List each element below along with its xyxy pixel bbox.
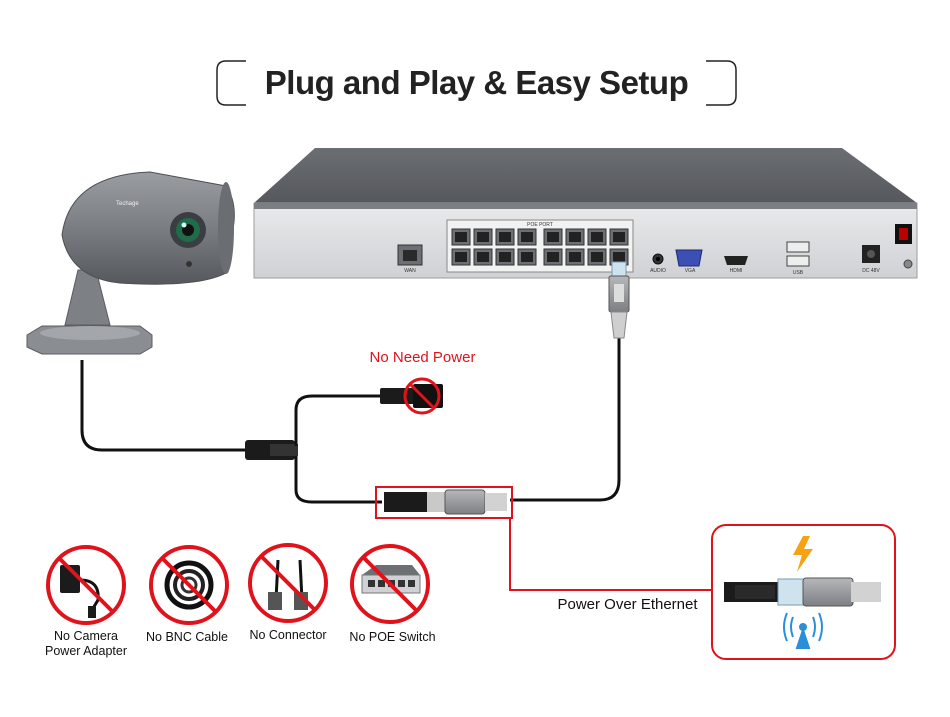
title-banner: Plug and Play & Easy Setup (217, 61, 736, 105)
dc-barrel-connector (380, 377, 443, 415)
poe-splitter-connector (375, 486, 712, 591)
svg-text:HDMI: HDMI (730, 268, 743, 274)
cable-splitter (245, 394, 382, 504)
bullet-camera: Techage (26, 171, 235, 355)
no-poe-switch-icon (350, 544, 430, 624)
wan-port: WAN (397, 244, 423, 274)
rj45-port-socket (499, 252, 511, 262)
hdmi-port: HDMI (724, 256, 748, 274)
dc-power-port: DC 48V (862, 245, 880, 274)
rj45-port-socket (499, 232, 511, 242)
page-title: Plug and Play & Easy Setup (264, 64, 689, 101)
no-connector-label: No Connector (249, 628, 327, 642)
rj45-port-socket (613, 232, 625, 242)
power-switch (895, 224, 913, 269)
nvr-recorder: POE PORT WAN AUDIO VGA HDMI USB (253, 148, 918, 279)
svg-text:USB: USB (793, 270, 804, 276)
camera-brand: Techage (116, 201, 139, 207)
power-over-ethernet-label: Power Over Ethernet (557, 596, 698, 613)
rj45-port-socket (547, 252, 559, 262)
rj45-port-socket (521, 252, 533, 262)
rj45-port-socket (455, 252, 467, 262)
no-need-power-label: No Need Power (369, 349, 476, 366)
rj45-port-socket (455, 232, 467, 242)
poe-detail-box (711, 524, 896, 660)
no-poe-switch-label: No POE Switch (349, 630, 436, 644)
wifi-signal-icon (783, 612, 823, 649)
svg-text:VGA: VGA (685, 268, 696, 274)
no-camera-adapter-icon (46, 545, 126, 625)
no-bnc-cable-icon (149, 545, 229, 625)
no-connector-icon (248, 543, 328, 623)
poe-port-label: POE PORT (527, 222, 553, 228)
svg-text:WAN: WAN (404, 268, 416, 274)
title-frame (216, 60, 737, 106)
nvr-cable (510, 261, 630, 502)
usb-ports: USB (786, 241, 810, 276)
no-bnc-cable-label: No BNC Cable (146, 630, 228, 644)
poe-port-block: POE PORT (446, 219, 634, 273)
rj45-port-socket (613, 252, 625, 262)
rj45-port-socket (591, 252, 603, 262)
rj45-port-socket (569, 232, 581, 242)
rj45-port-socket (591, 232, 603, 242)
vga-port: VGA (675, 249, 703, 274)
rj45-port-socket (477, 232, 489, 242)
lightning-icon (793, 536, 813, 572)
rj45-port-socket (569, 252, 581, 262)
camera-cable (80, 360, 245, 452)
svg-text:DC 48V: DC 48V (862, 268, 880, 274)
rj45-port-socket (477, 252, 489, 262)
audio-port: AUDIO (650, 253, 666, 274)
poe-port-grid (451, 228, 629, 266)
rj45-port-socket (547, 232, 559, 242)
svg-text:AUDIO: AUDIO (650, 268, 666, 274)
rj45-port-socket (521, 232, 533, 242)
no-camera-adapter-label: No Camera Power Adapter (45, 629, 127, 658)
